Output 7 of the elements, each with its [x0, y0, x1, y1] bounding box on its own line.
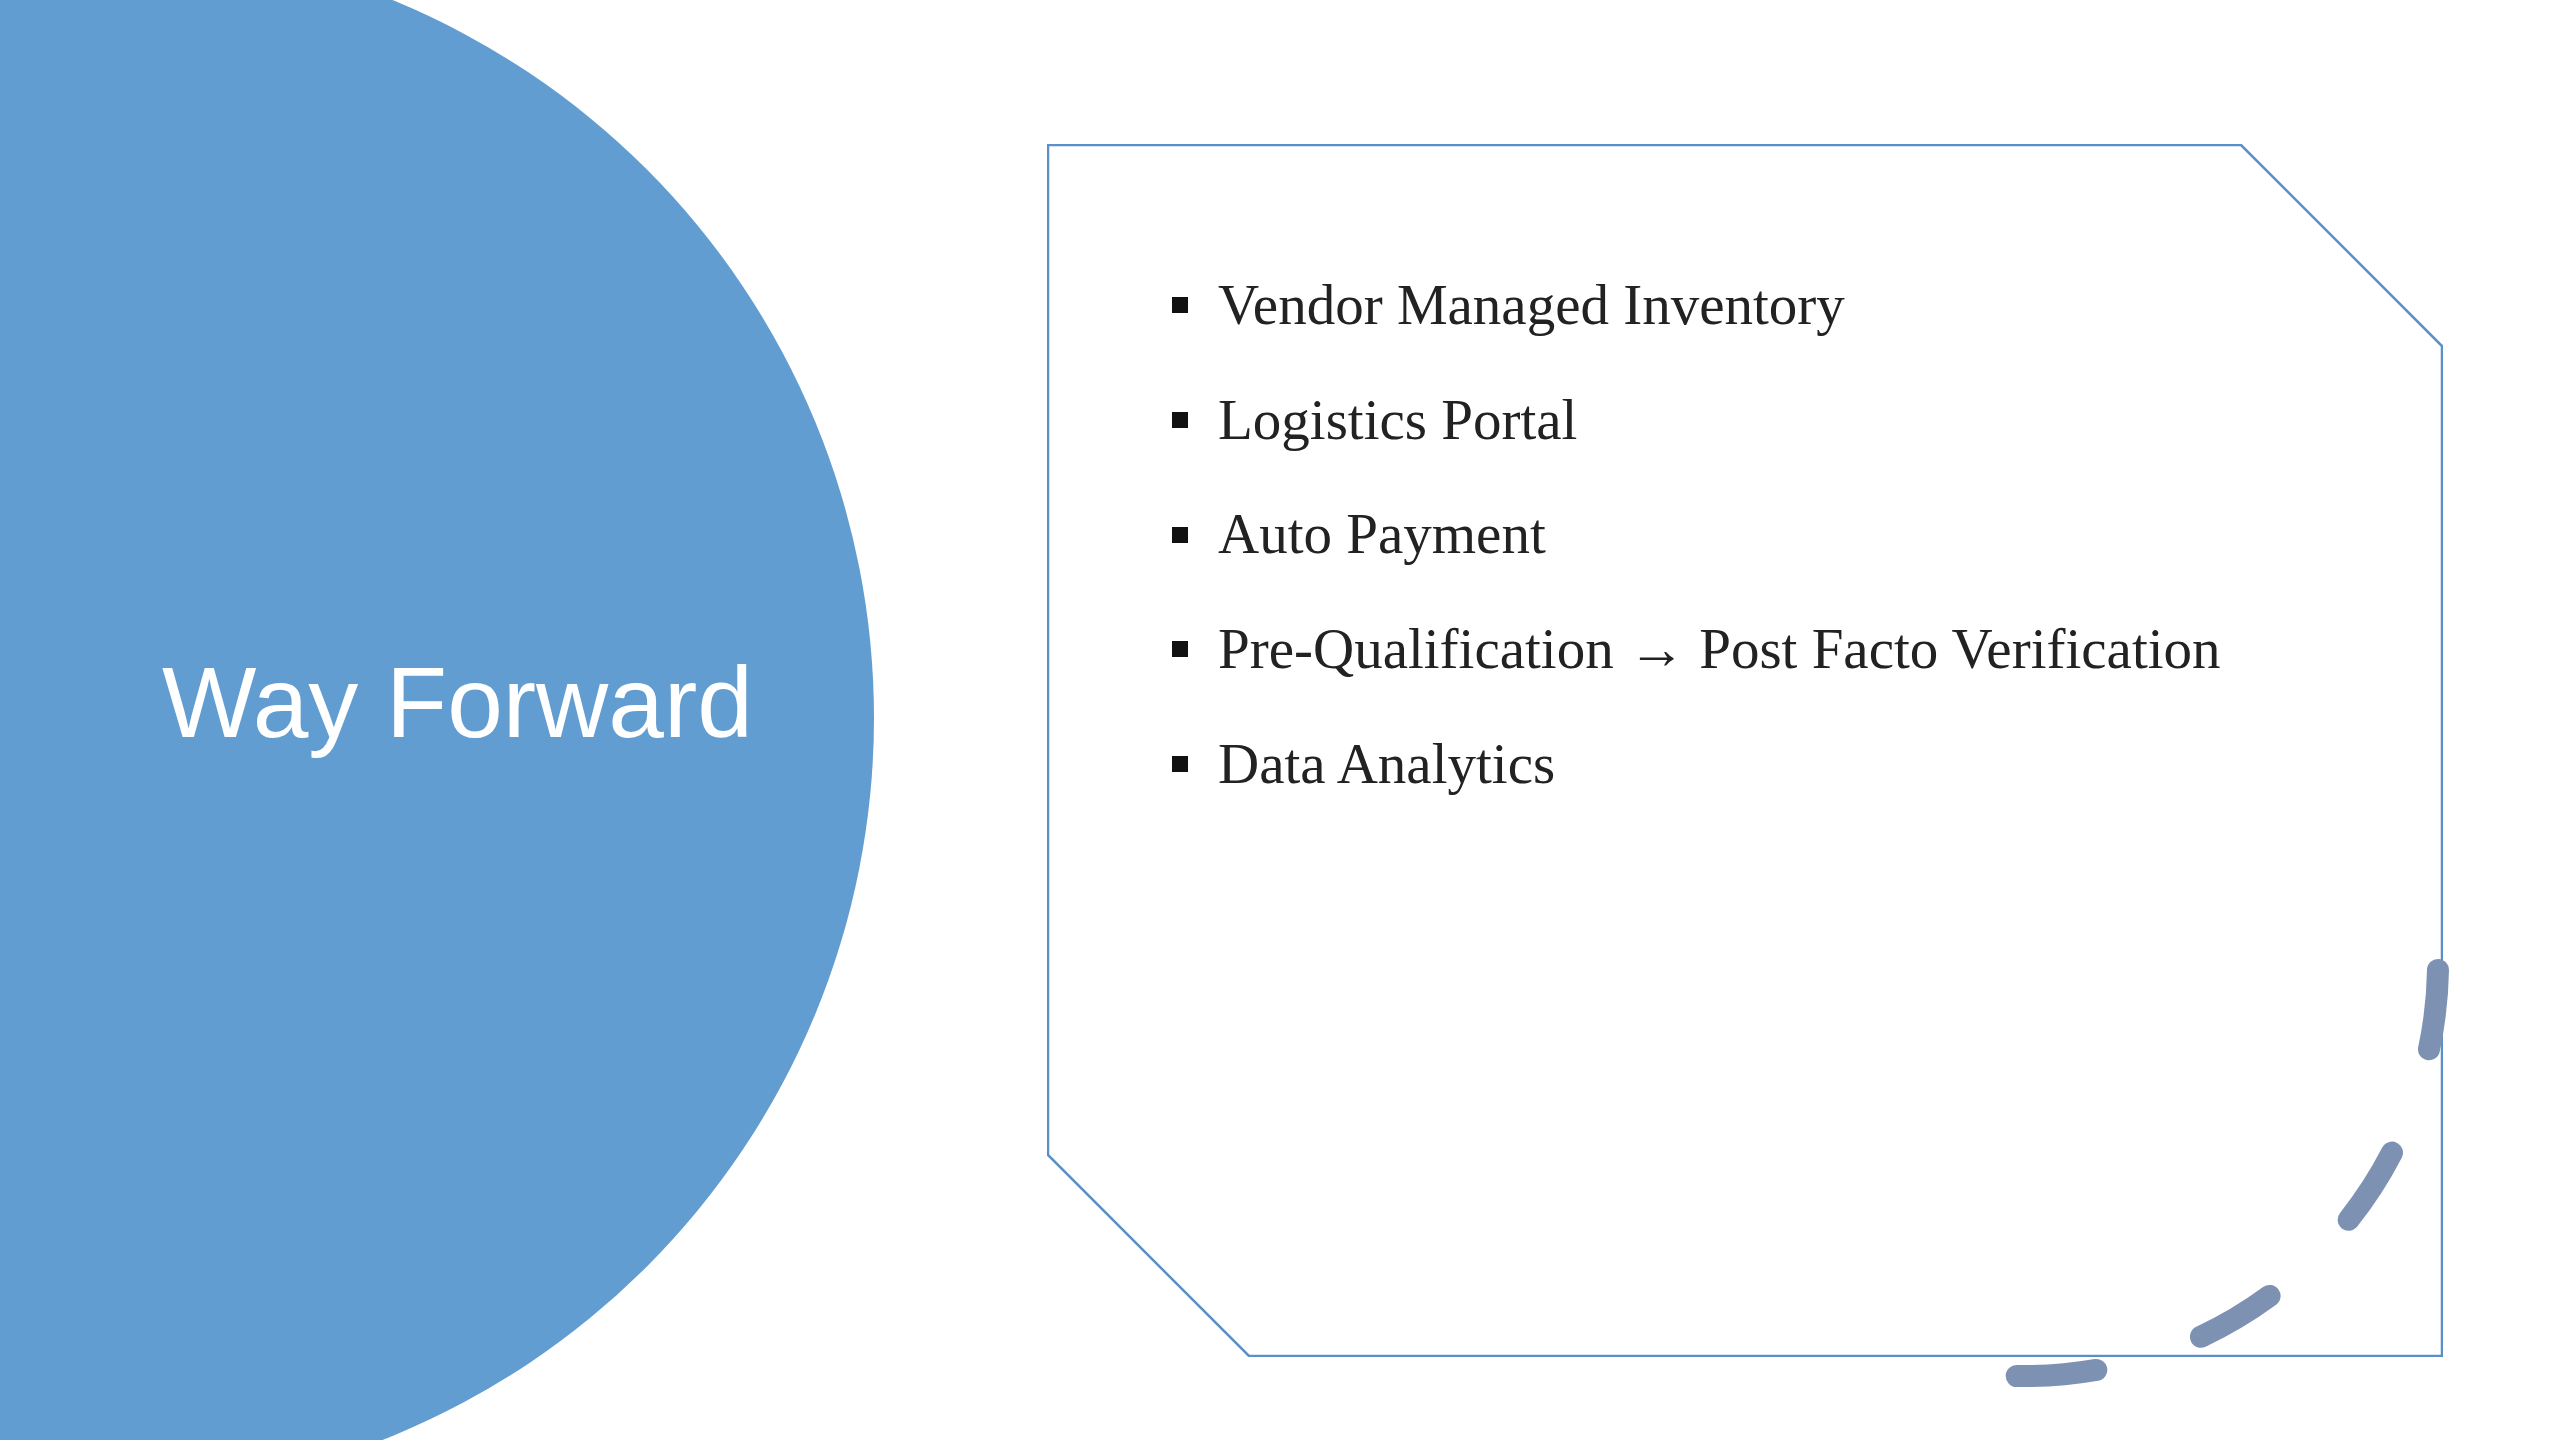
- bullet-text: Auto Payment: [1218, 503, 1546, 567]
- bullet-text: Logistics Portal: [1218, 388, 1578, 452]
- content-panel: [1047, 144, 2443, 1357]
- slide-title: Way Forward: [162, 645, 753, 760]
- bullet-text: Vendor Managed Inventory: [1218, 274, 1845, 337]
- bullet-text: Pre-Qualification → Post Facto Verification: [1218, 618, 2221, 681]
- bullet-text: Data Analytics: [1218, 732, 1556, 796]
